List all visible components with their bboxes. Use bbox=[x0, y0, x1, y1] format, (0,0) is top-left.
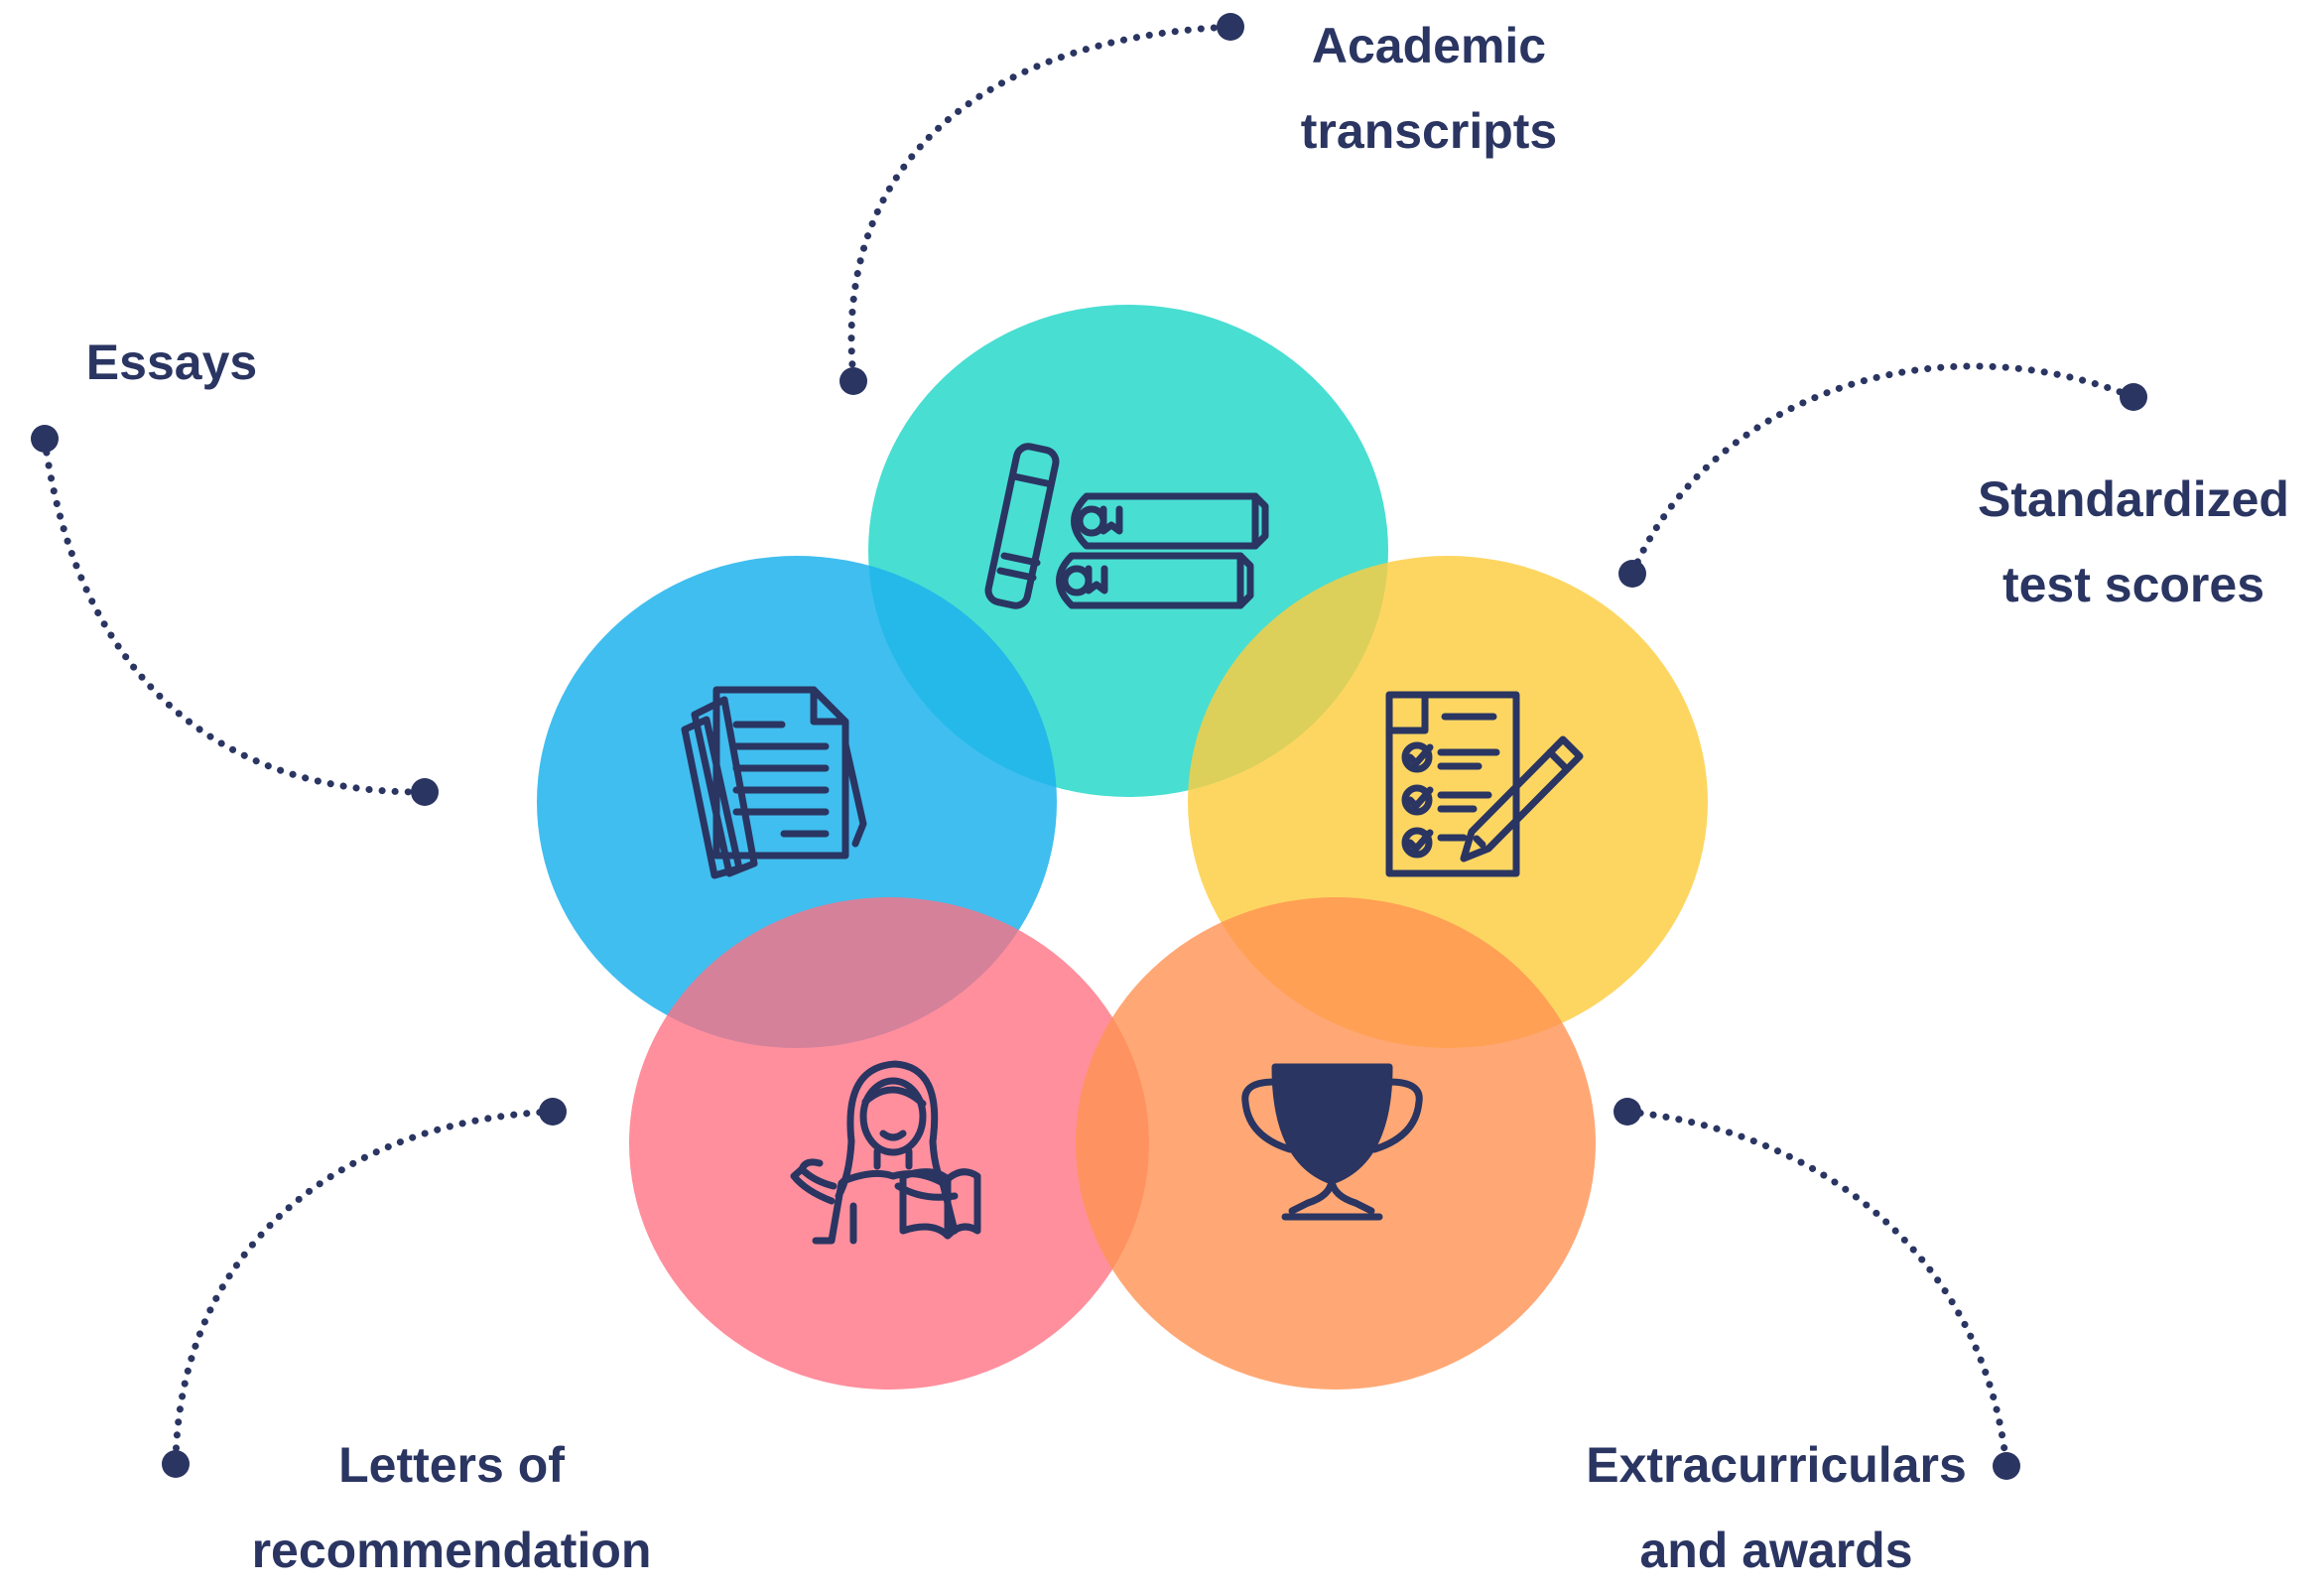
label-line: test scores bbox=[2001, 557, 2265, 612]
label-line: Extracurriculars bbox=[1586, 1437, 1967, 1493]
label-line: Academic bbox=[1311, 18, 1547, 73]
connector-dot bbox=[839, 367, 867, 395]
connector-academic bbox=[847, 23, 1234, 381]
connector-extracurriculars bbox=[1623, 1108, 2010, 1470]
label-line: Essays bbox=[85, 334, 258, 390]
label-line: transcripts bbox=[1300, 103, 1558, 159]
label-letters: Letters of recommendation bbox=[174, 1422, 729, 1593]
label-line: Standardized bbox=[1978, 471, 2289, 527]
connector-dot bbox=[411, 778, 439, 806]
label-academic: Academic transcripts bbox=[1230, 3, 1627, 174]
test-checklist-pencil-icon bbox=[1385, 691, 1584, 877]
label-line: Letters of bbox=[338, 1437, 565, 1493]
connector-dot bbox=[1217, 13, 1244, 41]
books-icon bbox=[984, 443, 1269, 609]
label-line: and awards bbox=[1639, 1523, 1913, 1578]
connector-dot bbox=[2120, 383, 2147, 411]
connector-tests bbox=[1628, 362, 2137, 578]
circles bbox=[537, 305, 1708, 1390]
label-essays: Essays bbox=[72, 320, 271, 405]
trophy-icon bbox=[1241, 1063, 1423, 1221]
connector-dot bbox=[1614, 1098, 1641, 1126]
teacher-with-book-icon bbox=[790, 1060, 981, 1245]
label-line: recommendation bbox=[251, 1523, 652, 1578]
label-extracurriculars: Extracurriculars and awards bbox=[1533, 1422, 2019, 1593]
connector-dot bbox=[1618, 560, 1646, 588]
connector-dot bbox=[162, 1450, 190, 1478]
connector-essays bbox=[41, 436, 429, 796]
connectors bbox=[41, 23, 2137, 1470]
documents-icon bbox=[681, 686, 867, 879]
connector-dot bbox=[539, 1098, 567, 1126]
connector-dot bbox=[31, 425, 59, 453]
connector-dot bbox=[1993, 1452, 2020, 1480]
label-tests: Standardized test scores bbox=[1935, 457, 2324, 627]
connector-dots bbox=[31, 13, 2147, 1480]
connector-letters bbox=[172, 1108, 557, 1468]
circle-letters bbox=[629, 897, 1149, 1390]
